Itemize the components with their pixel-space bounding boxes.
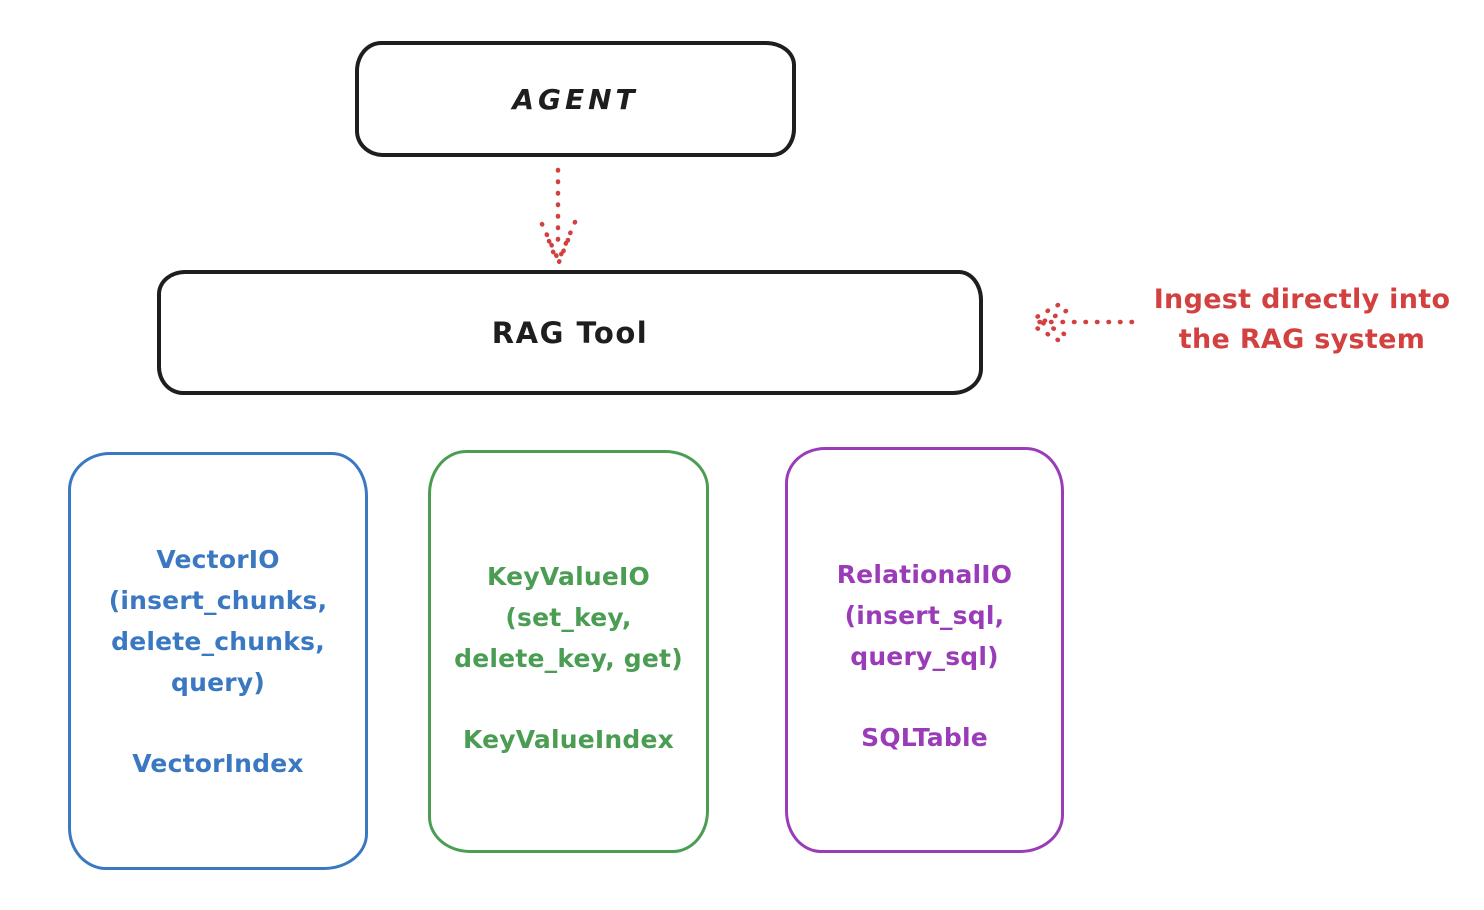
ingest-annotation-line: Ingest directly into (1153, 284, 1451, 315)
ingest-annotation: Ingest directly into the RAG system (1128, 280, 1476, 360)
vector-io-methods-line: delete_chunks, (111, 626, 325, 656)
node-key-value-io: KeyValueIO (set_key, delete_key, get) Ke… (428, 450, 709, 853)
agent-to-rag-arrow (539, 167, 578, 265)
key-value-io-title: KeyValueIO (487, 561, 650, 591)
relational-io-title: RelationalIO (836, 560, 1013, 589)
node-rag-tool: RAG Tool (157, 270, 983, 395)
vector-io-methods-line: query) (171, 667, 265, 697)
agent-label: AGENT (512, 82, 639, 116)
relational-io-methods-line: (insert_sql, (844, 601, 1005, 630)
node-agent: AGENT (355, 41, 796, 157)
key-value-io-methods-line: (set_key, (505, 602, 632, 632)
ingest-arrow (1025, 302, 1135, 343)
vector-io-title: VectorIO (156, 544, 280, 574)
vector-io-methods-line: (insert_chunks, (108, 585, 328, 615)
agent-to-rag-arrowhead-icon (539, 219, 578, 265)
key-value-io-methods-line: delete_key, get) (454, 643, 683, 673)
ingest-arrowhead-icon (1025, 302, 1069, 343)
key-value-index-label: KeyValueIndex (462, 724, 675, 754)
relational-io-methods-line: query_sql) (850, 642, 999, 671)
vector-index-label: VectorIndex (132, 748, 304, 778)
ingest-annotation-line: the RAG system (1178, 324, 1426, 355)
sql-table-label: SQLTable (861, 723, 988, 752)
node-vector-io: VectorIO (insert_chunks, delete_chunks, … (68, 452, 368, 870)
node-relational-io: RelationalIO (insert_sql, query_sql) SQL… (785, 447, 1064, 853)
rag-tool-label: RAG Tool (491, 315, 649, 350)
